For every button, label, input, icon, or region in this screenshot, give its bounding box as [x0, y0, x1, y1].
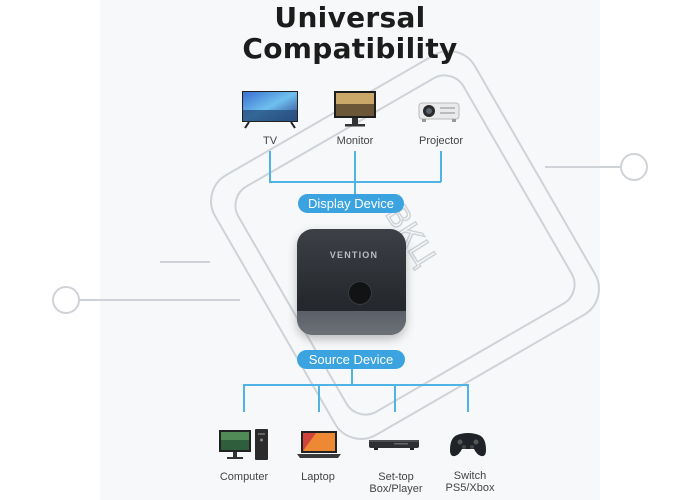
connector-monitor: [354, 151, 356, 194]
connector-tv: [269, 151, 271, 182]
gamepad-icon: [450, 433, 486, 457]
title-line-2: Compatibility: [242, 32, 458, 65]
tv-label: TV: [262, 135, 278, 147]
display-device-pill: Display Device: [298, 194, 404, 213]
set-top-box-icon: [369, 440, 419, 450]
connector-settop: [394, 384, 396, 412]
title-line-1: Universal: [274, 1, 426, 34]
connector-projector: [440, 151, 442, 182]
brand-logo: VENTION: [329, 250, 379, 260]
switch-button: [348, 281, 372, 305]
monitor-label: Monitor: [336, 135, 374, 147]
settop-label-line2: Box/Player: [369, 483, 423, 495]
device-base: [297, 311, 406, 335]
projector-label: Projector: [418, 135, 464, 147]
laptop-icon: [297, 431, 341, 458]
console-label-line2: PS5/Xbox: [445, 482, 495, 494]
computer-icon: [219, 429, 268, 460]
source-device-pill: Source Device: [297, 350, 405, 369]
computer-label: Computer: [219, 471, 269, 483]
monitor-icon: [334, 91, 376, 127]
settop-label-line1: Set-top: [378, 471, 414, 483]
switch-device: VENTION: [297, 229, 406, 335]
connector-source-bus: [243, 384, 468, 386]
connector-computer: [243, 384, 245, 412]
tv-icon: [242, 91, 298, 129]
connector-source-main: [351, 369, 353, 384]
connector-laptop: [318, 384, 320, 412]
connector-display-bus: [269, 181, 441, 183]
connector-console: [467, 384, 469, 412]
projector-icon: [418, 102, 460, 122]
console-label-line1: Switch: [453, 470, 487, 482]
laptop-label: Laptop: [301, 471, 335, 483]
